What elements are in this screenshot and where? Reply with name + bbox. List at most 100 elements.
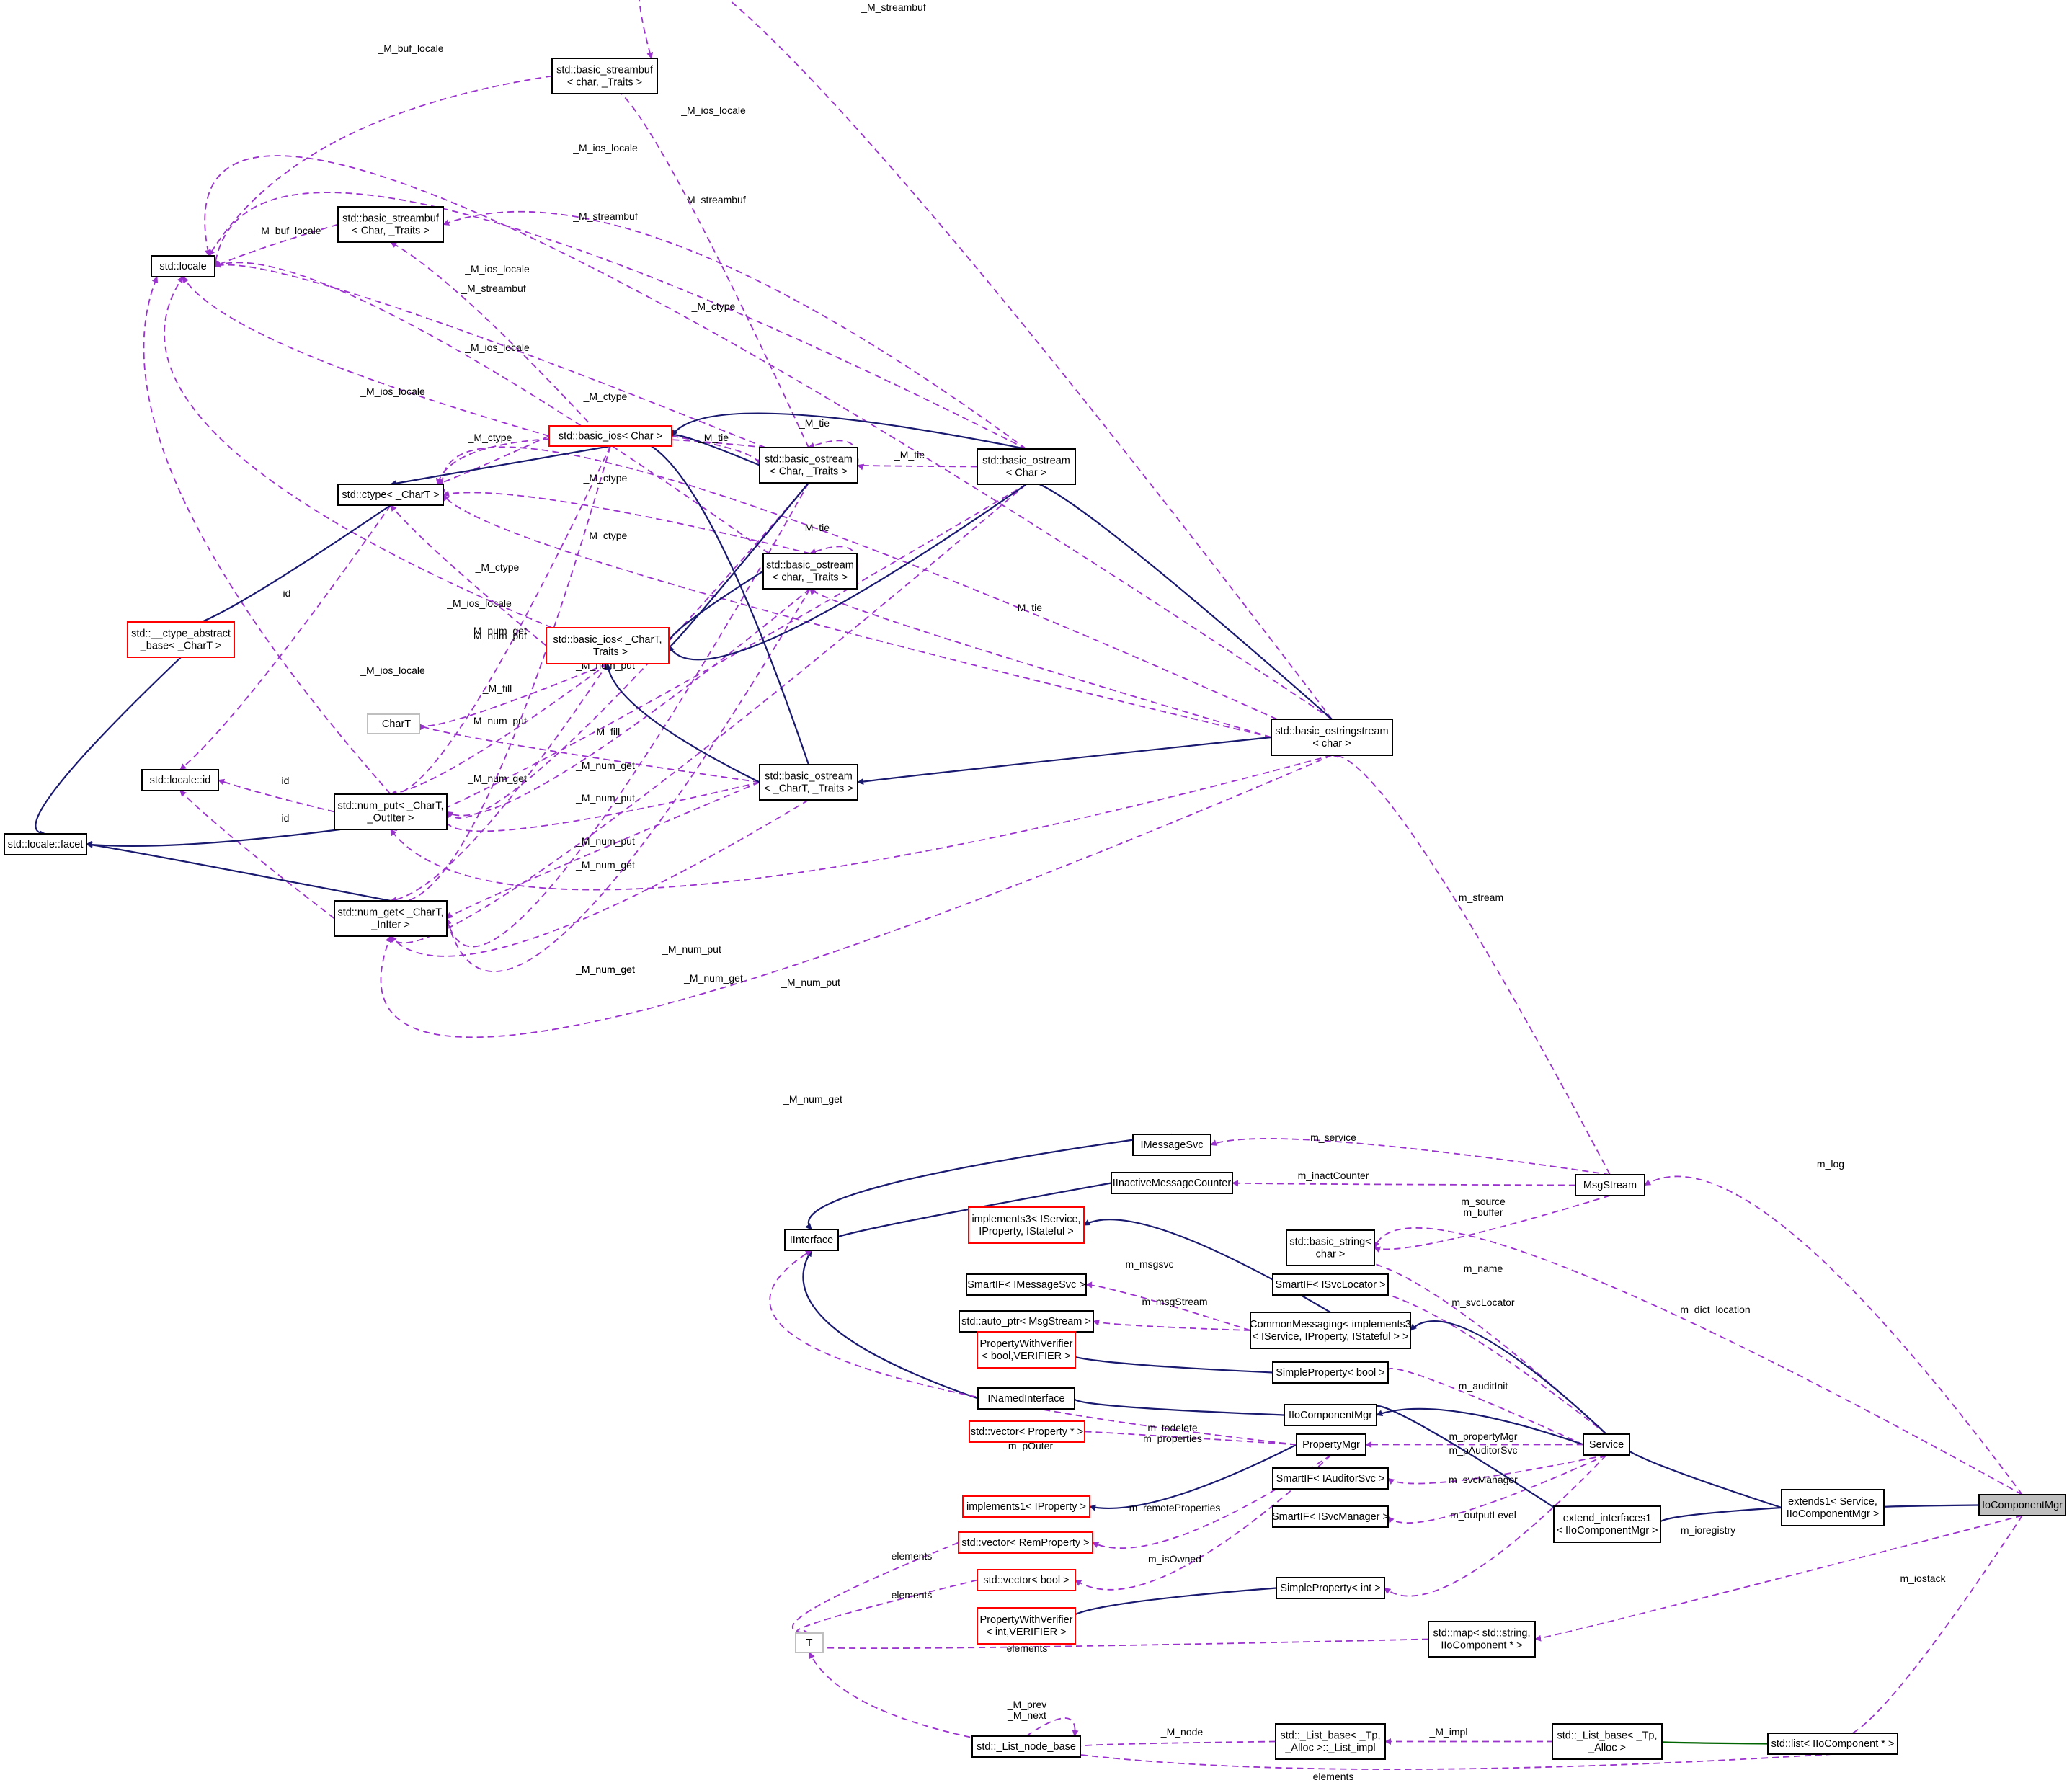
class-node-box [971, 1735, 1081, 1758]
inheritance-edge-ostringstream-to-ostream_Char [1025, 477, 1333, 720]
class-node-ostream-char[interactable]: std::basic_ostream< Char > [977, 448, 1076, 485]
class-node-ctype-base[interactable]: std::__ctype_abstract_base< _CharT > [127, 621, 235, 658]
class-node-ostream-char-t[interactable]: std::basic_ostream< Char, _Traits > [759, 447, 858, 484]
class-node-map[interactable]: std::map< std::string, IIoComponent * > [1428, 1621, 1536, 1658]
class-node-list-node-base[interactable]: std::_List_node_base [971, 1735, 1081, 1758]
class-node-box [1286, 1229, 1375, 1266]
usage-edge-streambuf_char-to-locale [208, 75, 553, 257]
edge-label-num_get: _M_num_get [575, 964, 635, 975]
class-node-label: < Char > [1006, 468, 1046, 479]
usage-edge-ostream_Char_T-to-num_put [446, 482, 809, 819]
class-node-propertymgr[interactable]: PropertyMgr [1296, 1433, 1366, 1456]
class-node-ostringstream[interactable]: std::basic_ostringstream< char > [1271, 719, 1393, 756]
class-node-box [1275, 1723, 1386, 1760]
edge-label-ios_locale: _M_ios_locale [572, 142, 638, 154]
edge-label-ctype: _M_ctype [583, 530, 628, 541]
class-node-smartif-msg[interactable]: SmartIF< IMessageSvc > [966, 1273, 1087, 1296]
usage-edge-num_put-to-locale [143, 276, 391, 795]
class-node-box [334, 900, 448, 937]
inheritance-edge-ostream_Char-to-ios_CharT [668, 484, 1027, 661]
usage-edge-ostringstream-to-ostream_char_T [809, 588, 1272, 738]
class-node-label: std::_List_base< _Tp, [1280, 1730, 1380, 1742]
class-node-pwv-int[interactable]: PropertyWithVerifier< int,VERIFIER > [977, 1607, 1076, 1645]
class-node-label: < bool,VERIFIER > [982, 1351, 1070, 1362]
inheritance-edge-extends1-to-Service [1623, 1441, 1782, 1509]
usage-edge-ostringstream-to-ctype [443, 494, 1272, 738]
usage-edge-MsgStream-to-IMessageSvc [1210, 1138, 1611, 1175]
class-node-ext-if1[interactable]: extend_interfaces1< IIoComponentMgr > [1553, 1505, 1661, 1543]
class-node-pwv-bool[interactable]: PropertyWithVerifier< bool,VERIFIER > [977, 1331, 1076, 1369]
class-node-streambuf-char[interactable]: std::basic_streambuf< char, _Traits > [551, 58, 658, 94]
class-node-box [1272, 1467, 1389, 1490]
class-node-label: IIoComponentMgr [1289, 1410, 1372, 1421]
class-node-sp-bool[interactable]: SimpleProperty< bool > [1272, 1361, 1389, 1384]
class-node-smartif-loc[interactable]: SmartIF< ISvcLocator > [1272, 1273, 1389, 1296]
edge-labels-layer: _M_buf_locale_M_buf_locale_M_streambuf_M… [254, 1, 1946, 1782]
class-node-box [551, 58, 658, 94]
class-node-vec-bool[interactable]: std::vector< bool > [977, 1569, 1076, 1591]
class-node-label: < char, _Traits > [773, 572, 848, 584]
class-node-vec-rem[interactable]: std::vector< RemProperty > [958, 1531, 1093, 1554]
class-node-locale-facet[interactable]: std::locale::facet [4, 833, 87, 855]
edge-label-stream: m_stream [1459, 891, 1503, 903]
class-node-commonmsg[interactable]: CommonMessaging< implements3< IService, … [1250, 1312, 1411, 1349]
usage-edge-list_node_base-to-list_node_base [1026, 1717, 1079, 1737]
class-node-iinactive[interactable]: IInactiveMessageCounter [1111, 1172, 1233, 1194]
class-node-list-base[interactable]: std::_List_base< _Tp, _Alloc > [1552, 1723, 1663, 1760]
class-node-num-put[interactable]: std::num_put< _CharT, _OutIter > [334, 793, 448, 830]
usage-edge-ostream_Char-to-streambuf_Char [443, 210, 1027, 450]
class-node-ios-char[interactable]: std::basic_ios< Char > [548, 425, 672, 447]
inheritance-edge-INamed-to-IInterface [802, 1250, 979, 1400]
usage-edge-ostream_Char-to-ostream_Char_T [857, 463, 978, 471]
class-node-locale[interactable]: std::locale [151, 255, 215, 277]
edge-label-ctype: _M_ctype [468, 432, 512, 443]
class-node-smartif-mgr[interactable]: SmartIF< ISvcManager > [1272, 1505, 1389, 1528]
class-node-label: std::vector< RemProperty > [961, 1537, 1089, 1549]
class-node-list-impl[interactable]: std::_List_base< _Tp, _Alloc >::_List_im… [1275, 1723, 1386, 1760]
class-node-label: extend_interfaces1 [1563, 1513, 1652, 1524]
class-node-sp-int[interactable]: SimpleProperty< int > [1276, 1577, 1385, 1599]
class-node-service[interactable]: Service [1583, 1433, 1630, 1456]
class-node-streambuf-char[interactable]: std::basic_streambuf< Char, _Traits > [337, 206, 444, 243]
class-node-extends1[interactable]: extends1< Service, IIoComponentMgr > [1781, 1489, 1885, 1526]
class-node-impl1[interactable]: implements1< IProperty > [962, 1495, 1090, 1518]
class-node-ios-chart[interactable]: std::basic_ios< _CharT, _Traits > [546, 627, 670, 664]
class-node-vec-prop[interactable]: std::vector< Property * > [969, 1420, 1085, 1443]
class-node-iinterface[interactable]: IInterface [784, 1229, 839, 1251]
class-node-chart[interactable]: _CharT [367, 713, 420, 734]
class-node-msgstream[interactable]: MsgStream [1575, 1174, 1645, 1196]
class-node-box [546, 627, 670, 664]
class-node-label: std::basic_ostream [766, 560, 854, 571]
class-node-auto-ptr[interactable]: std::auto_ptr< MsgStream > [959, 1310, 1094, 1333]
usage-edge-CommonMsg-to-SmartIF_Msg [1085, 1281, 1251, 1331]
class-node-t[interactable]: T [795, 1632, 824, 1653]
class-node-label: std::basic_ios< Char > [559, 431, 662, 442]
class-node-locale-id[interactable]: std::locale::id [141, 769, 219, 791]
class-node-label: std::locale [159, 261, 206, 272]
class-node-basic-string[interactable]: std::basic_string< char > [1286, 1229, 1375, 1266]
edge-label-ios_locale: _M_ios_locale [464, 342, 530, 353]
class-node-num-get[interactable]: std::num_get< _CharT, _InIter > [334, 900, 448, 937]
class-node-box [759, 447, 858, 484]
class-node-ctype[interactable]: std::ctype< _CharT > [337, 484, 444, 506]
class-node-box [977, 1569, 1076, 1591]
class-node-ostream-chart[interactable]: std::basic_ostream< _CharT, _Traits > [759, 764, 858, 801]
class-node-label: std::basic_ostream [982, 455, 1070, 467]
class-node-iocm[interactable]: IoComponentMgr [1978, 1494, 2066, 1516]
class-node-iiocm[interactable]: IIoComponentMgr [1284, 1404, 1377, 1426]
usage-edge-ios_CharT-to-CharT [419, 663, 608, 731]
edge-label-inactCounter: m_inactCounter [1298, 1170, 1369, 1181]
usage-edge-ios_Char-to-ctype [437, 435, 550, 486]
class-node-imessagesvc[interactable]: IMessageSvc [1132, 1134, 1211, 1156]
class-node-label: T [806, 1637, 813, 1649]
class-node-smartif-aud[interactable]: SmartIF< IAuditorSvc > [1272, 1467, 1389, 1490]
usage-edge-PropertyMgr-to-vec_bool [1075, 1454, 1332, 1591]
class-node-label: std::list< IIoComponent * > [1771, 1738, 1895, 1750]
class-node-box [977, 1331, 1076, 1369]
class-node-list-ioc[interactable]: std::list< IIoComponent * > [1767, 1733, 1898, 1755]
class-node-inamed[interactable]: INamedInterface [977, 1387, 1075, 1410]
class-node-impl3[interactable]: implements3< IService, IProperty, IState… [968, 1206, 1085, 1244]
class-node-ostream-char-t[interactable]: std::basic_ostream< char, _Traits > [762, 553, 858, 590]
class-node-label: < IService, IProperty, IStateful > > [1253, 1331, 1409, 1343]
class-node-label: std::basic_ostream [765, 771, 853, 783]
